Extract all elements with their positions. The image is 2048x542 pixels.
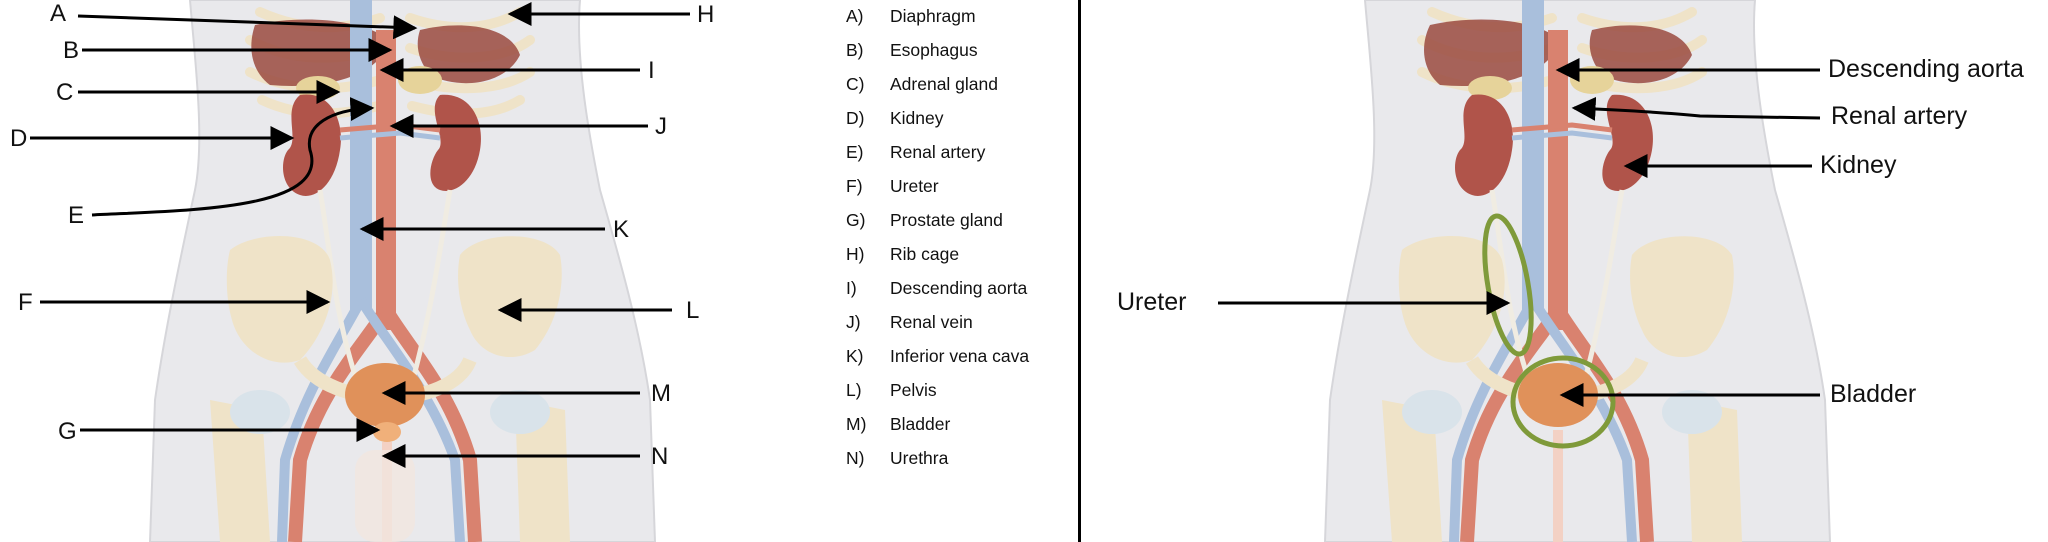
label-N: N xyxy=(651,443,669,470)
label-renal-artery: Renal artery xyxy=(1831,102,1968,130)
label-L: L xyxy=(686,297,700,324)
arrow-E xyxy=(91,97,375,217)
label-G: G xyxy=(58,418,77,445)
key-name: Adrenal gland xyxy=(890,74,998,94)
label-bladder: Bladder xyxy=(1830,380,1917,408)
left-body-illustration xyxy=(148,0,657,542)
label-E: E xyxy=(68,202,85,229)
label-ureter: Ureter xyxy=(1117,288,1187,316)
right-pointer-lines xyxy=(1218,58,1821,407)
key-name: Diaphragm xyxy=(890,6,976,26)
key-letter: I) xyxy=(846,278,857,298)
left-vena-cava xyxy=(350,0,372,310)
arrow-A xyxy=(77,14,418,40)
label-C: C xyxy=(56,79,74,106)
label-D: D xyxy=(10,125,28,152)
right-body-illustration xyxy=(1323,0,1832,542)
arrow-renal-artery xyxy=(1571,96,1821,121)
key-name: Renal artery xyxy=(890,142,986,162)
right-vena-cava xyxy=(1522,0,1544,310)
label-H: H xyxy=(697,1,715,28)
key-letter: H) xyxy=(846,244,865,264)
key-name: Kidney xyxy=(890,108,944,128)
bladder-highlight-oval xyxy=(1510,355,1616,449)
left-pelvis-right xyxy=(226,236,333,363)
label-M: M xyxy=(651,380,671,407)
left-pointer-lines xyxy=(30,1,690,468)
key-letter: F) xyxy=(846,176,863,196)
key-name: Urethra xyxy=(890,448,949,468)
key-letter: K) xyxy=(846,346,864,366)
label-F: F xyxy=(18,289,33,316)
key-letter: C) xyxy=(846,74,865,94)
left-pelvis-left xyxy=(458,236,562,358)
key-letter: N) xyxy=(846,448,865,468)
right-kidney-right xyxy=(1455,94,1513,196)
left-bladder xyxy=(345,363,425,427)
key-name: Prostate gland xyxy=(890,210,1003,230)
label-descending-aorta: Descending aorta xyxy=(1828,55,2024,83)
key-name: Pelvis xyxy=(890,380,937,400)
key-letter: D) xyxy=(846,108,865,128)
label-J: J xyxy=(655,113,667,140)
label-I: I xyxy=(648,57,655,84)
right-aorta xyxy=(1548,30,1568,330)
key-letter: A) xyxy=(846,6,864,26)
left-adrenal-left xyxy=(398,66,442,94)
key-name: Rib cage xyxy=(890,244,960,264)
key-letter: E) xyxy=(846,142,864,162)
key-letter: M) xyxy=(846,414,867,434)
label-B: B xyxy=(63,37,80,64)
left-prostate xyxy=(373,422,401,442)
key-name: Inferior vena cava xyxy=(890,346,1030,366)
label-kidney: Kidney xyxy=(1820,151,1897,179)
label-A: A xyxy=(50,0,67,27)
left-aorta xyxy=(376,30,396,330)
key-name: Esophagus xyxy=(890,40,978,60)
key-letter: J) xyxy=(846,312,861,332)
right-bladder xyxy=(1518,363,1598,427)
key-letter: L) xyxy=(846,380,862,400)
label-K: K xyxy=(613,216,630,243)
ureter-highlight-oval xyxy=(1482,213,1534,357)
left-kidney-left xyxy=(430,94,481,191)
key-letter: B) xyxy=(846,40,864,60)
section-divider xyxy=(1078,0,1081,542)
key-name: Descending aorta xyxy=(890,278,1028,298)
key-name: Ureter xyxy=(890,176,939,196)
key-name: Renal vein xyxy=(890,312,973,332)
key-letter: G) xyxy=(846,210,866,230)
key-name: Bladder xyxy=(890,414,951,434)
